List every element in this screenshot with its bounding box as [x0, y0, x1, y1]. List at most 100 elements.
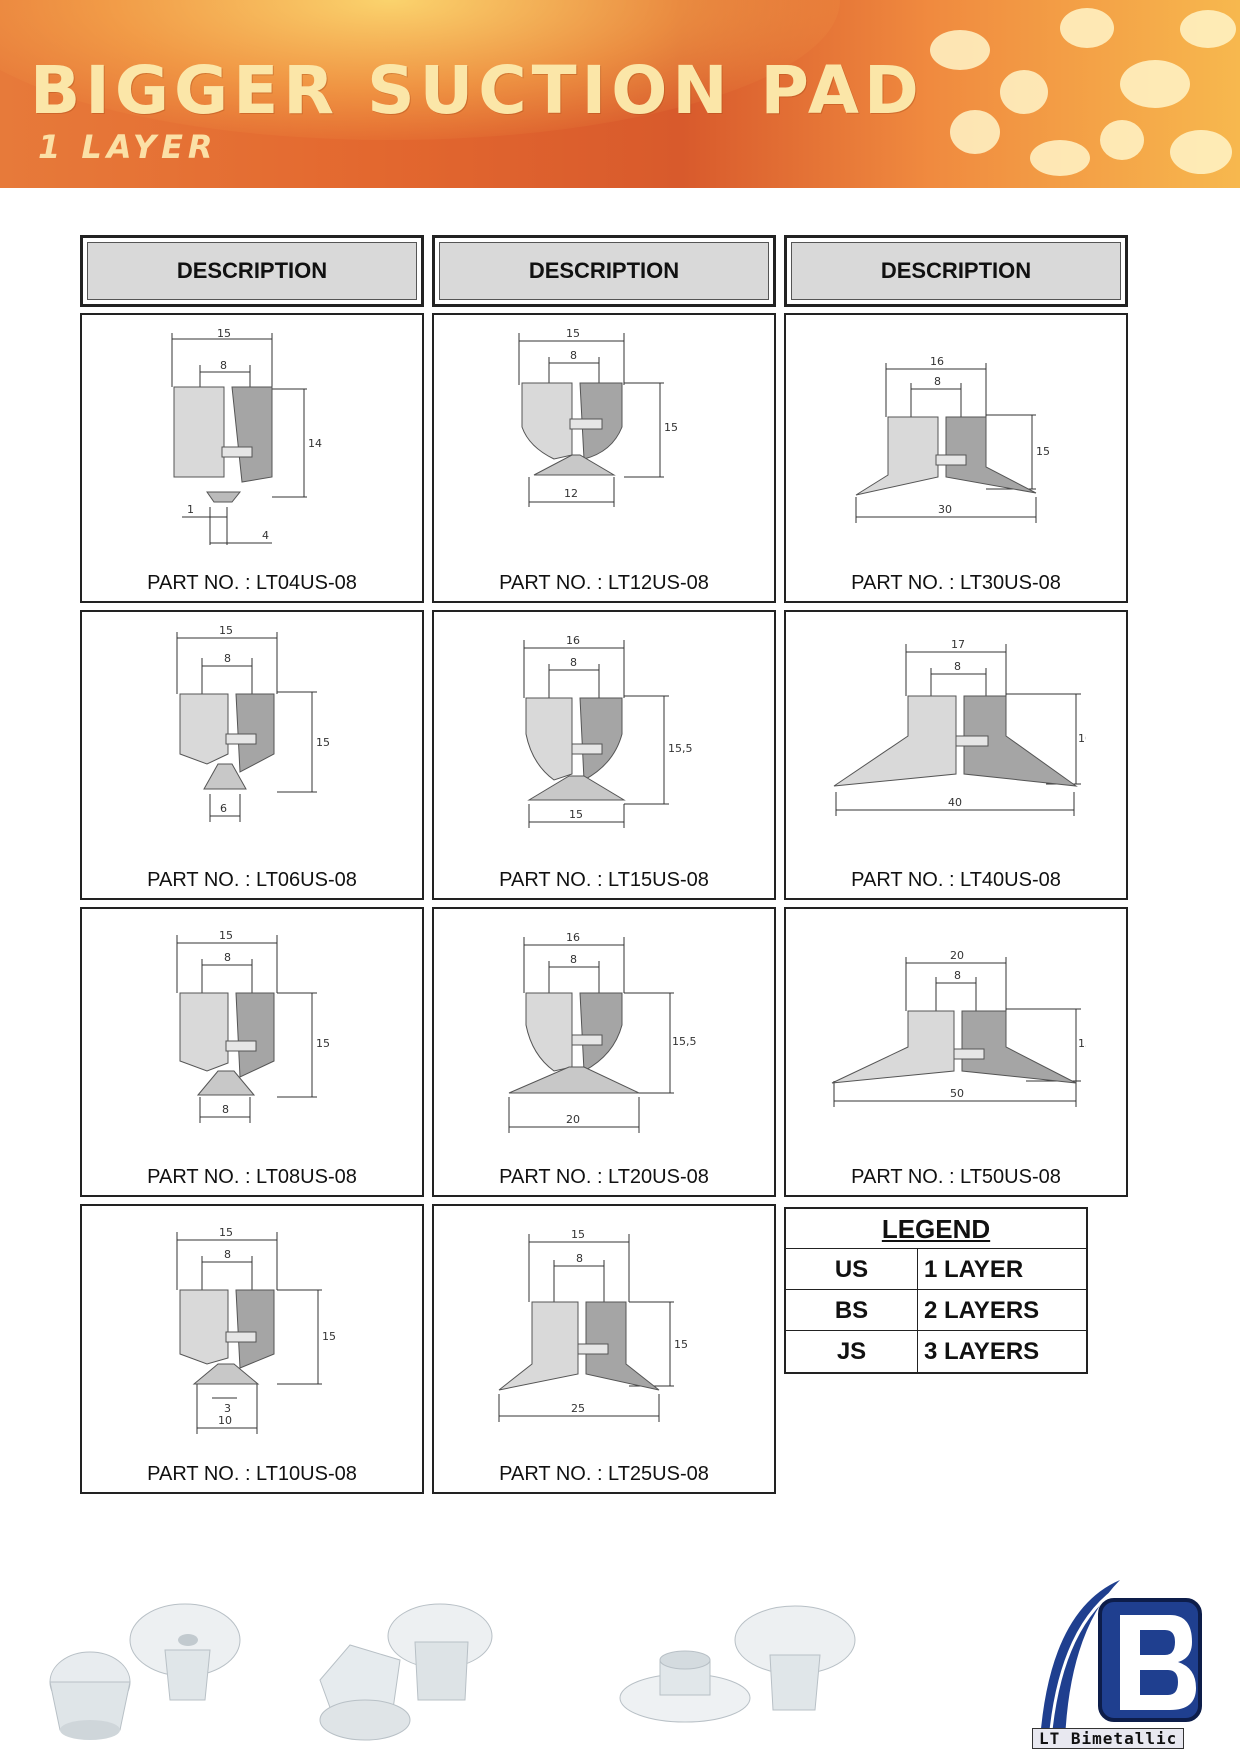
column-header: DESCRIPTION	[432, 235, 776, 307]
legend-row: JS 3 LAYERS	[786, 1331, 1086, 1372]
banner-bubble	[1000, 70, 1048, 114]
product-card-lt12: 15 8 15 12 PART NO. : LT12US-08	[432, 313, 776, 603]
svg-text:15: 15	[316, 736, 330, 749]
part-number: PART NO. : LT12US-08	[499, 572, 709, 594]
product-card-lt25: 15 8 15 25 PART NO. : LT25US-08	[432, 1204, 776, 1494]
suction-pad-drawing: 16 8 15,5 20	[508, 931, 697, 1133]
banner-bubble	[1060, 8, 1114, 48]
header-banner: BIGGER SUCTION PAD 1 LAYER	[0, 0, 1240, 188]
svg-text:15: 15	[219, 1226, 233, 1239]
legend-row: BS 2 LAYERS	[786, 1290, 1086, 1331]
svg-text:15: 15	[566, 327, 580, 340]
svg-text:15: 15	[674, 1338, 688, 1351]
column-header: DESCRIPTION	[784, 235, 1128, 307]
svg-text:15: 15	[219, 624, 233, 637]
part-number: PART NO. : LT15US-08	[499, 869, 709, 891]
svg-text:16: 16	[566, 634, 580, 647]
svg-text:16: 16	[1078, 732, 1086, 745]
legend-title: LEGEND	[786, 1209, 1086, 1249]
svg-text:8: 8	[220, 359, 227, 372]
svg-text:10: 10	[218, 1414, 232, 1427]
suction-pad-drawing: 15 8 15 25	[498, 1228, 688, 1422]
logo-text: LT Bimetallic	[1032, 1728, 1185, 1749]
page-subtitle: 1 LAYER	[38, 128, 218, 166]
legend-meaning: 2 LAYERS	[924, 1297, 1040, 1324]
svg-text:15,5: 15,5	[668, 742, 693, 755]
part-number: PART NO. : LT40US-08	[851, 869, 1061, 891]
svg-text:12: 12	[564, 487, 578, 500]
banner-bubble	[1030, 140, 1090, 176]
part-number: PART NO. : LT10US-08	[147, 1463, 357, 1485]
svg-text:17: 17	[951, 638, 965, 651]
svg-text:8: 8	[224, 951, 231, 964]
svg-text:8: 8	[954, 660, 961, 673]
svg-text:16: 16	[566, 931, 580, 944]
part-number: PART NO. : LT30US-08	[851, 572, 1061, 594]
suction-pad-drawing: 17 8 16 40	[833, 638, 1086, 816]
svg-text:50: 50	[950, 1087, 964, 1100]
product-card-lt08: 15 8 15 8 PART NO. : LT08US-08	[80, 907, 424, 1197]
svg-text:20: 20	[566, 1113, 580, 1126]
suction-pad-drawing: 15 8 15 8	[176, 929, 330, 1123]
svg-text:1: 1	[187, 503, 194, 516]
svg-text:14: 14	[308, 437, 322, 450]
page-title: BIGGER SUCTION PAD	[30, 52, 924, 129]
banner-bubble	[1180, 10, 1236, 48]
svg-text:8: 8	[570, 349, 577, 362]
svg-text:15: 15	[217, 327, 231, 340]
suction-pad-drawing: 15 8 15 6	[176, 624, 330, 822]
svg-text:15: 15	[322, 1330, 336, 1343]
product-photo	[619, 1605, 856, 1723]
svg-text:8: 8	[570, 953, 577, 966]
product-card-lt40: 17 8 16 40 PART NO. : LT40US-08	[784, 610, 1128, 900]
svg-text:8: 8	[934, 375, 941, 388]
svg-text:15: 15	[316, 1037, 330, 1050]
column-header-label: DESCRIPTION	[791, 242, 1121, 300]
svg-text:15: 15	[1078, 1037, 1086, 1050]
product-card-lt20: 16 8 15,5 20 PART NO. : LT20US-08	[432, 907, 776, 1197]
banner-bubble	[1170, 130, 1232, 174]
svg-text:15: 15	[571, 1228, 585, 1241]
banner-bubble	[950, 110, 1000, 154]
svg-text:8: 8	[224, 652, 231, 665]
svg-text:6: 6	[220, 802, 227, 815]
suction-pad-drawing: 15 8 15 12	[518, 327, 678, 507]
svg-text:8: 8	[222, 1103, 229, 1116]
suction-pad-drawing: 20 8 15 50	[831, 949, 1086, 1107]
banner-bubble	[930, 30, 990, 70]
part-number: PART NO. : LT08US-08	[147, 1166, 357, 1188]
svg-text:15: 15	[1036, 445, 1050, 458]
svg-text:30: 30	[938, 503, 952, 516]
column-header-label: DESCRIPTION	[87, 242, 417, 300]
svg-text:8: 8	[570, 656, 577, 669]
column-header: DESCRIPTION	[80, 235, 424, 307]
legend-code: BS	[786, 1290, 918, 1330]
product-card-lt15: 16 8 15,5 15 PART NO. : LT15US-08	[432, 610, 776, 900]
svg-text:15: 15	[219, 929, 233, 942]
svg-text:4: 4	[262, 529, 269, 542]
svg-text:25: 25	[571, 1402, 585, 1415]
part-number: PART NO. : LT25US-08	[499, 1463, 709, 1485]
part-number: PART NO. : LT20US-08	[499, 1166, 709, 1188]
column-header-label: DESCRIPTION	[439, 242, 769, 300]
legend-code: US	[786, 1249, 918, 1289]
svg-text:15: 15	[664, 421, 678, 434]
product-card-lt50: 2081550 PART NO. : LT50US-08	[784, 907, 1128, 1197]
banner-bubble	[1100, 120, 1144, 160]
svg-text:15: 15	[569, 808, 583, 821]
product-photo	[49, 1603, 241, 1740]
svg-text:20: 20	[950, 949, 964, 962]
svg-text:40: 40	[948, 796, 962, 809]
svg-text:15,5: 15,5	[672, 1035, 697, 1048]
svg-text:8: 8	[576, 1252, 583, 1265]
legend-table: LEGEND US 1 LAYER BS 2 LAYERS JS 3 LAYER…	[784, 1207, 1088, 1374]
svg-text:8: 8	[954, 969, 961, 982]
banner-bubble	[1120, 60, 1190, 108]
company-logo	[1040, 1580, 1202, 1741]
